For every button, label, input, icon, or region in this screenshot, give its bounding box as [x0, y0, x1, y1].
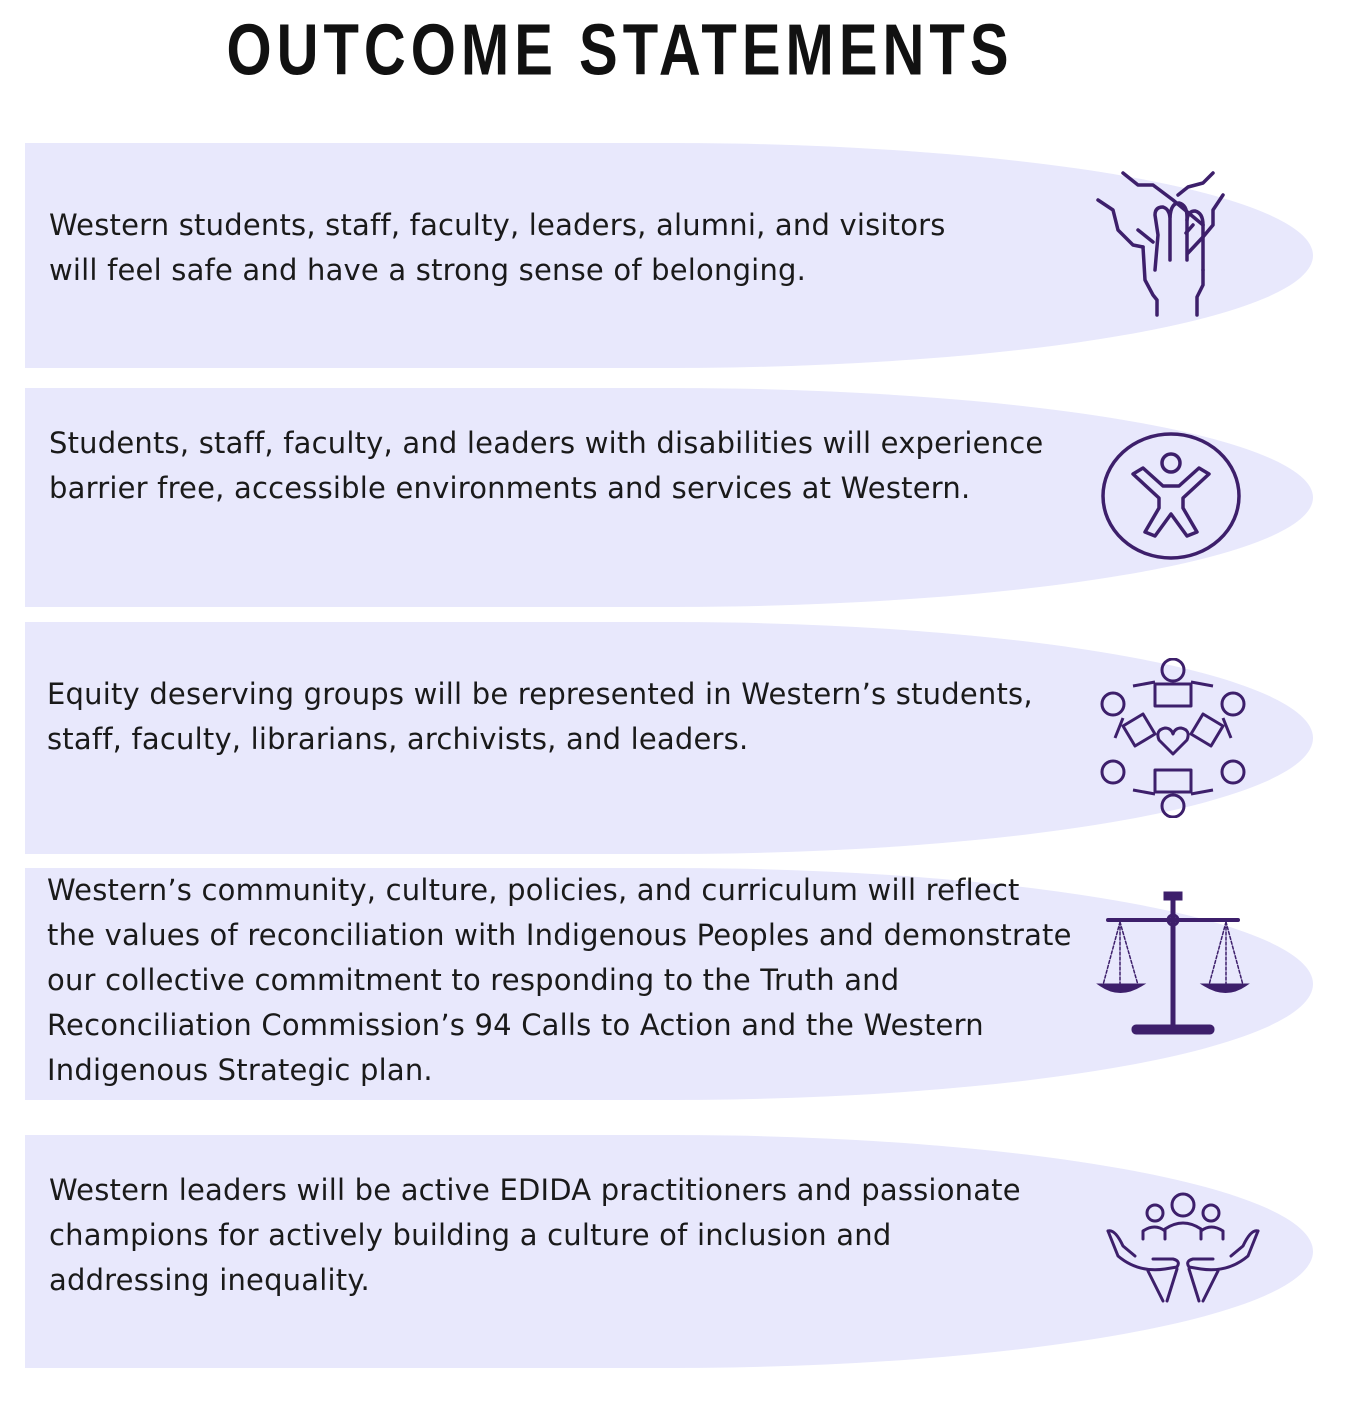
outcome-text: Western leaders will be active EDIDA pra… — [49, 1173, 1021, 1297]
community-circle-heart-icon — [1093, 657, 1253, 819]
page-title: OUTCOME STATEMENTS — [226, 9, 1014, 91]
outcome-card: Western’s community, culture, policies, … — [25, 868, 1313, 1100]
hands-together-icon — [1093, 165, 1253, 325]
outcome-card: Western leaders will be active EDIDA pra… — [25, 1135, 1313, 1368]
outcome-text: Students, staff, faculty, and leaders wi… — [49, 426, 1044, 505]
outcome-card: Students, staff, faculty, and leaders wi… — [25, 388, 1313, 607]
outcome-text: Western’s community, culture, policies, … — [47, 873, 1072, 1087]
outcome-card: Equity deserving groups will be represen… — [25, 622, 1313, 854]
outcome-text: Western students, staff, faculty, leader… — [49, 208, 946, 287]
outcome-text: Equity deserving groups will be represen… — [47, 677, 1033, 756]
scales-of-justice-icon — [1093, 890, 1253, 1040]
accessibility-icon — [1091, 416, 1251, 576]
outcome-card: Western students, staff, faculty, leader… — [25, 143, 1313, 368]
hands-holding-people-icon — [1103, 1171, 1263, 1331]
